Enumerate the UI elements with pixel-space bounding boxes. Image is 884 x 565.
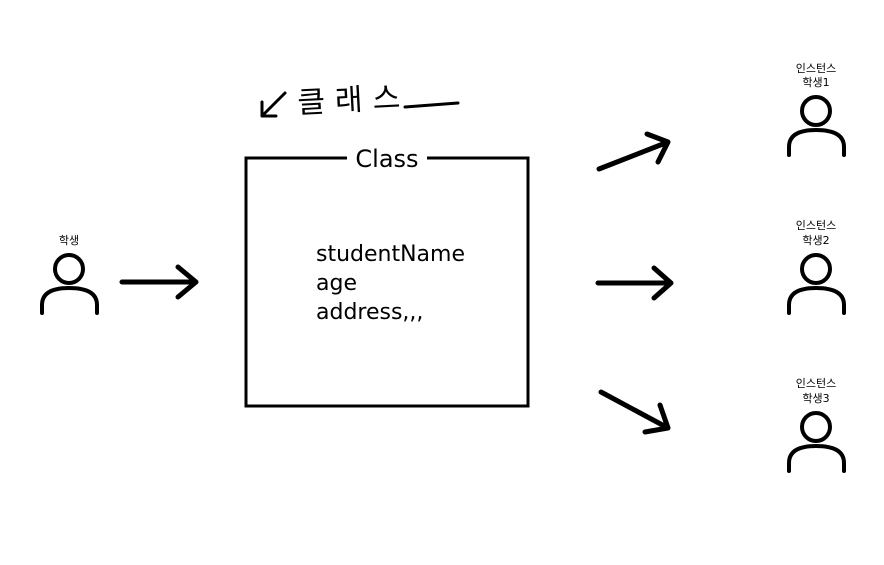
instance-type-label: 인스턴스 — [796, 62, 836, 75]
annotation-arrow — [260, 91, 287, 118]
input-person-label: 학생 — [59, 234, 79, 247]
class-field: age — [316, 271, 357, 296]
arrow-right-icon — [595, 265, 674, 301]
instance-1: 인스턴스 학생1 — [787, 62, 846, 157]
input-person: 학생 — [40, 234, 99, 315]
person-icon — [787, 411, 846, 473]
class-field: address,,, — [316, 300, 423, 325]
instance-3: 인스턴스 학생3 — [787, 377, 846, 473]
instance-name-label: 학생2 — [802, 234, 829, 247]
instance-2: 인스턴스 학생2 — [787, 219, 846, 315]
class-field: studentName — [316, 242, 465, 267]
instance-name-label: 학생3 — [802, 392, 829, 405]
arrow-up-right-icon — [596, 131, 671, 172]
handwritten-annotation: 클래스 — [260, 80, 460, 121]
instance-type-label: 인스턴스 — [796, 377, 836, 390]
person-icon — [787, 253, 846, 315]
person-icon — [40, 253, 99, 315]
instance-type-label: 인스턴스 — [796, 219, 836, 232]
instance-name-label: 학생1 — [802, 76, 829, 89]
class-box: Class studentName age address,,, — [244, 145, 530, 408]
annotation-underline — [403, 101, 460, 109]
handwritten-label: 클래스 — [297, 80, 411, 121]
person-icon — [787, 95, 846, 157]
class-title: Class — [355, 145, 418, 173]
arrow-down-right-icon — [598, 389, 671, 435]
arrow-right-icon — [119, 264, 199, 300]
